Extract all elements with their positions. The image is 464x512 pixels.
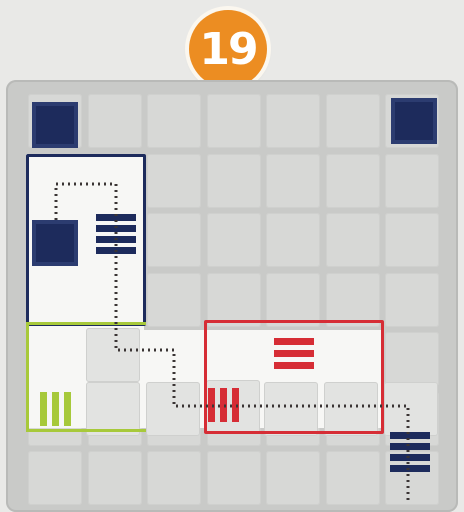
game-board[interactable] xyxy=(6,80,458,512)
route-line xyxy=(56,184,408,500)
level-number-badge: 19 xyxy=(189,10,267,88)
level-number: 19 xyxy=(199,24,256,75)
dotted-route-path xyxy=(6,80,458,512)
